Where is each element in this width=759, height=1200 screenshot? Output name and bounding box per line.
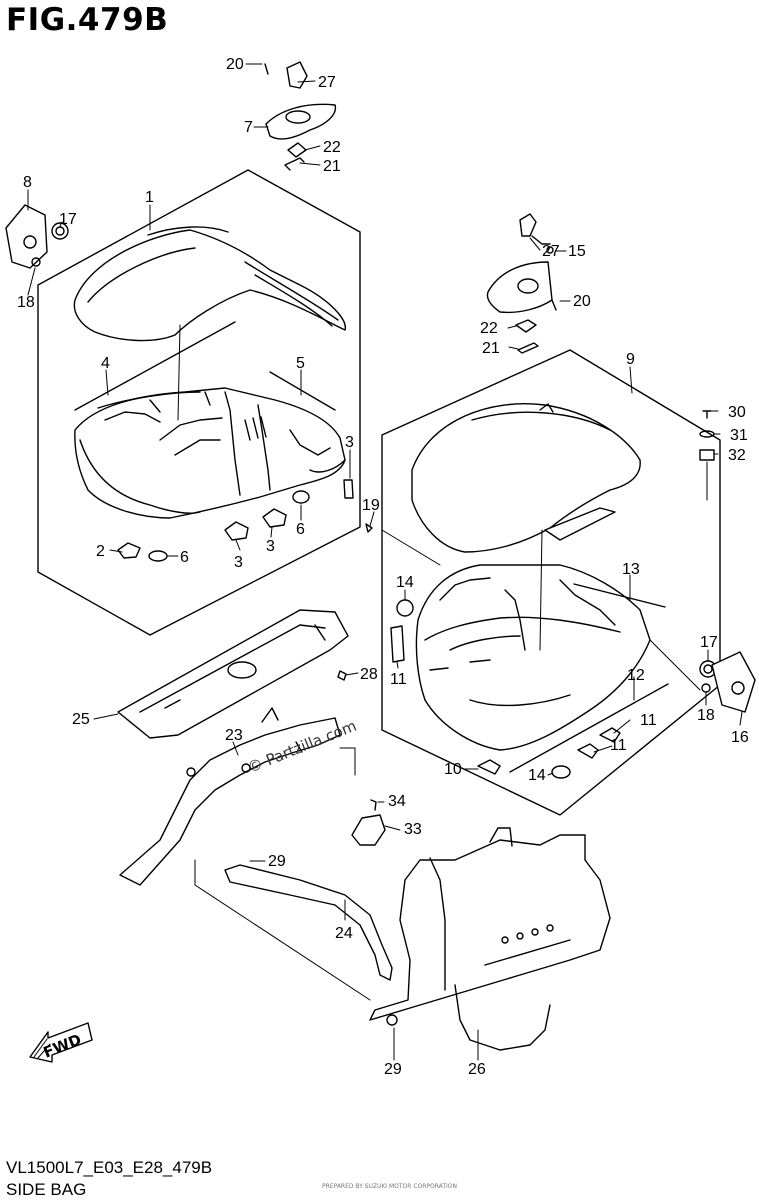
strip-12	[509, 683, 669, 773]
bracket-11a	[390, 625, 405, 663]
callout-6a: 6	[180, 549, 189, 566]
model-code: VL1500L7_E03_E28_479B	[6, 1158, 213, 1177]
right-lid-part	[411, 403, 641, 553]
clip-2	[117, 542, 141, 559]
callout-1: 1	[145, 189, 154, 206]
right-bag-body	[415, 564, 651, 751]
left-bag-body	[74, 387, 346, 519]
cushion-14b	[551, 765, 571, 779]
figure-title: FIG.479B	[6, 2, 169, 38]
callout-7: 7	[244, 119, 253, 136]
bracket-3c	[262, 508, 287, 528]
weatherstrip-5	[269, 371, 336, 411]
callout-11b: 11	[640, 712, 657, 729]
callout-17b: 17	[700, 634, 718, 651]
callout-31: 31	[730, 427, 748, 444]
callout-labels: 20 27 7 22 21 8 17 18 1 4 5 3 19 2 6 3 3…	[17, 56, 749, 1078]
callout-11c: 11	[610, 737, 627, 754]
bracket-11c	[577, 743, 599, 759]
rail-24	[224, 864, 393, 981]
callout-3c: 3	[266, 538, 275, 555]
figure-caption: SIDE BAG	[6, 1180, 87, 1199]
support-frame-26	[369, 827, 611, 1051]
callout-19: 19	[362, 497, 380, 514]
callout-14b: 14	[528, 767, 546, 784]
nut-18b	[701, 683, 711, 693]
callout-32: 32	[728, 447, 746, 464]
bolt-28	[337, 670, 347, 681]
left-lid-part	[73, 226, 346, 342]
lock-33	[351, 814, 386, 846]
callout-20b: 20	[573, 293, 591, 310]
callout-22b: 22	[480, 320, 498, 337]
weatherstrip-4	[74, 321, 236, 411]
fwd-arrow-icon	[29, 1022, 93, 1063]
right-hinge-cover-16	[711, 651, 756, 713]
callout-15: 15	[568, 243, 586, 260]
base-plate-25	[117, 609, 349, 739]
callout-16: 16	[731, 729, 749, 746]
screw-30	[702, 410, 712, 419]
callout-24: 24	[335, 925, 353, 942]
callout-13: 13	[622, 561, 640, 578]
callout-33: 33	[404, 821, 422, 838]
callout-10: 10	[444, 761, 462, 778]
callout-34: 34	[388, 793, 406, 810]
callout-29b: 29	[384, 1061, 402, 1078]
mount-bracket-23	[119, 707, 341, 886]
callout-27a: 27	[318, 74, 336, 91]
callout-27b: 27	[542, 243, 560, 260]
nut-18a	[31, 257, 41, 267]
grommet-17a	[51, 222, 69, 240]
cushion-14a	[396, 599, 414, 617]
right-latch-group	[486, 213, 557, 354]
callout-21b: 21	[482, 340, 500, 357]
callout-2: 2	[96, 543, 105, 560]
screw-19	[365, 523, 373, 533]
clip-10	[477, 759, 501, 775]
callout-3a: 3	[345, 434, 354, 451]
bracket-11b	[599, 727, 621, 743]
callout-21a: 21	[323, 158, 341, 175]
left-latch-group	[264, 61, 337, 171]
callout-3b: 3	[234, 554, 243, 571]
callout-20a: 20	[226, 56, 244, 73]
bolt-34	[370, 799, 377, 811]
callout-25: 25	[72, 711, 90, 728]
callout-8: 8	[23, 174, 32, 191]
left-bag-assembly-frame	[37, 169, 361, 636]
cushion-6a	[148, 550, 168, 562]
callout-29a: 29	[268, 853, 286, 870]
callout-9: 9	[626, 351, 635, 368]
callout-18b: 18	[697, 707, 715, 724]
callout-28: 28	[360, 666, 378, 683]
callout-23: 23	[225, 727, 243, 744]
fine-print: PREPARED BY SUZUKI MOTOR CORPORATION	[322, 1183, 457, 1190]
callout-6b: 6	[296, 521, 305, 538]
bracket-3a	[343, 479, 354, 499]
callout-14a: 14	[396, 574, 414, 591]
callout-5: 5	[296, 355, 305, 372]
callout-26: 26	[468, 1061, 486, 1078]
bracket-3b	[224, 521, 249, 541]
callout-30: 30	[728, 404, 746, 421]
callout-12: 12	[627, 667, 645, 684]
spacer-32	[699, 449, 715, 461]
callout-4: 4	[101, 355, 110, 372]
strip-13	[573, 583, 666, 608]
callout-18a: 18	[17, 294, 35, 311]
callout-11a: 11	[390, 671, 407, 688]
cushion-6b	[292, 490, 310, 504]
callout-17a: 17	[59, 211, 77, 228]
callout-22a: 22	[323, 139, 341, 156]
